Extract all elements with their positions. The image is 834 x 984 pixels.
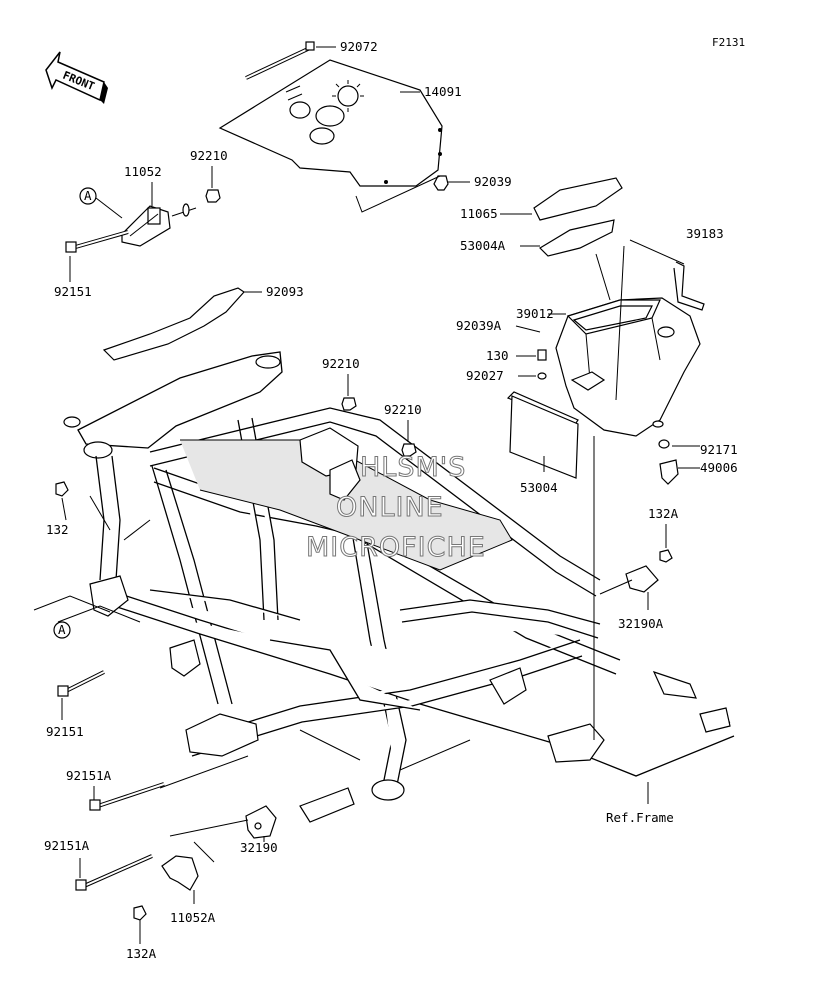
seat-pad-11065-part xyxy=(533,177,623,221)
part-label-39183: 39183 xyxy=(686,226,724,241)
part-label-92210-c: 92210 xyxy=(384,402,422,417)
nut-92210-part xyxy=(205,189,221,203)
part-label-92151A-b: 92151A xyxy=(44,838,90,853)
strap-39183-part xyxy=(673,261,705,311)
watermark-line-1: HLSM'S xyxy=(360,452,466,483)
part-label-53004A: 53004A xyxy=(460,238,506,253)
part-label-11052A: 11052A xyxy=(170,910,216,925)
bolt-132-part xyxy=(55,481,69,497)
watermark-line-3: MICROFICHE xyxy=(306,532,486,563)
part-label-130: 130 xyxy=(486,348,509,363)
front-arrow-icon: FRONT xyxy=(45,51,108,104)
figure-number: F2131 xyxy=(712,36,745,49)
frame-part xyxy=(63,351,735,823)
part-label-92210-a: 92210 xyxy=(190,148,228,163)
part-label-11052: 11052 xyxy=(124,164,162,179)
bolt-92072-part xyxy=(245,41,315,80)
part-label-92093: 92093 xyxy=(266,284,304,299)
part-label-92171: 92171 xyxy=(700,442,738,457)
part-label-32190: 32190 xyxy=(240,840,278,855)
guard-92093-part xyxy=(102,287,245,361)
callout-a-top-label: A xyxy=(84,188,92,203)
part-label-92027: 92027 xyxy=(466,368,504,383)
part-label-92210-b: 92210 xyxy=(322,356,360,371)
bracket-32190a-part xyxy=(625,565,659,593)
skid-plate-top-part xyxy=(218,59,443,187)
watermark-line-2: ONLINE xyxy=(336,492,444,523)
part-label-92072: 92072 xyxy=(340,39,378,54)
reference-label: Ref.Frame xyxy=(606,810,674,825)
plate-32190-part xyxy=(245,805,277,839)
bracket-11052a-part xyxy=(161,855,199,891)
part-label-92039A: 92039A xyxy=(456,318,502,333)
callout-a-top xyxy=(79,187,97,205)
part-label-132: 132 xyxy=(46,522,69,537)
callout-a-bottom-label: A xyxy=(58,622,66,637)
part-label-92151A-a: 92151A xyxy=(66,768,112,783)
part-label-39012: 39012 xyxy=(516,306,554,321)
part-label-92151-a: 92151 xyxy=(54,284,92,299)
callout-a-bottom xyxy=(53,621,71,639)
part-label-132A-a: 132A xyxy=(648,506,679,521)
battery-case-39012-part xyxy=(555,297,701,437)
part-label-49006: 49006 xyxy=(700,460,738,475)
part-label-11065: 11065 xyxy=(460,206,498,221)
part-label-53004: 53004 xyxy=(520,480,558,495)
part-label-92151-b: 92151 xyxy=(46,724,84,739)
pad-53004a-part xyxy=(539,219,615,257)
part-label-132A-b: 132A xyxy=(126,946,157,961)
part-label-14091: 14091 xyxy=(424,84,462,99)
bracket-11052-part xyxy=(121,203,197,247)
part-label-92039: 92039 xyxy=(474,174,512,189)
part-label-32190A: 32190A xyxy=(618,616,664,631)
